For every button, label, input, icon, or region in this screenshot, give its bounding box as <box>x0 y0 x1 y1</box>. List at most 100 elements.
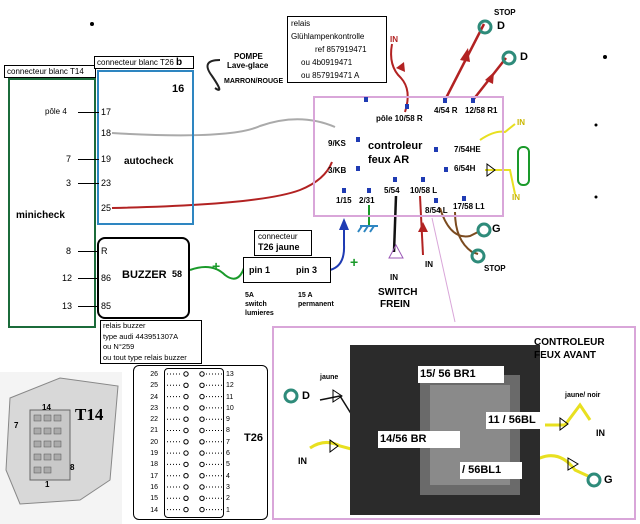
t26-jaune-title-1: connecteur <box>258 232 298 241</box>
autocheck-pin-17: 17 <box>101 107 112 117</box>
minicheck-pin-13: 13 <box>62 301 73 311</box>
buzzer-box <box>97 237 190 319</box>
controleur-avant-box <box>272 326 636 520</box>
avant-in-left: IN <box>298 456 307 466</box>
d-label: D <box>520 51 528 63</box>
relais-line: ref 857919471 <box>315 45 367 54</box>
pin-square <box>462 196 466 201</box>
pin-square <box>367 188 371 193</box>
wire-green <box>189 265 245 280</box>
ar-pin-3-kb: 3/KB <box>328 166 347 175</box>
arrow-black <box>332 389 343 403</box>
avant-label-4: / 56BL1 <box>460 462 522 479</box>
t26-pin-dot <box>199 495 205 502</box>
pin-square <box>434 198 438 203</box>
arrow-red <box>460 48 470 62</box>
t26-left-pin: 17 <box>150 472 158 480</box>
t26-right-pin: 1 <box>226 506 230 514</box>
buzzer-note-line: ou tout type relais buzzer <box>103 352 187 362</box>
t26-jaune-header: connecteur T26 jaune <box>254 230 312 256</box>
arrow-black <box>329 439 339 453</box>
t26-pin-dot <box>183 427 189 434</box>
wire-avant-g <box>519 454 589 478</box>
buzzer-pin-85: 85 <box>101 301 112 311</box>
pin-square <box>434 147 438 152</box>
arrow-frein <box>388 243 404 259</box>
wire-avant-right <box>545 402 592 427</box>
d-top-label: D <box>497 20 505 32</box>
stop-top-label: STOP <box>494 8 516 17</box>
t26-diagram-title: T26 <box>244 432 263 444</box>
t26-pin-dot <box>183 393 189 400</box>
t26-pin-dot <box>183 382 189 388</box>
dot-mark <box>603 55 607 59</box>
relais-line: Glühlampenkontrolle <box>291 32 365 41</box>
t26-jaune-title-2: T26 jaune <box>258 242 300 252</box>
link-line <box>431 217 456 323</box>
autocheck-header-suffix: b <box>176 57 183 68</box>
t26-left-pin: 23 <box>150 404 158 412</box>
avant-title-1: CONTROLEUR <box>534 337 605 348</box>
ar-pin-8-54l: 8/54 L <box>425 206 448 215</box>
pompe-title: POMPE <box>234 52 263 61</box>
pin-square <box>405 104 409 109</box>
pompe-wire-color: MARRON/ROUGE <box>224 78 284 85</box>
minicheck-pin-7: 7 <box>66 154 72 164</box>
ar-pin-6-54h: 6/54H <box>454 164 476 173</box>
avant-in-right: IN <box>596 428 605 438</box>
t26-left-pin: 18 <box>150 461 158 469</box>
t26-right-pin: 10 <box>226 404 234 412</box>
wire-g-brown <box>439 207 479 238</box>
ar-pin-9-ks: 9/KS <box>328 139 346 148</box>
note-5a-line: 5A <box>245 292 254 299</box>
wire-grey <box>111 118 336 137</box>
t26-pin-dot <box>199 393 205 400</box>
t26-pin-dot <box>183 371 189 377</box>
switch-frein-2: FREIN <box>380 299 410 310</box>
t26-pin-dots <box>164 371 224 513</box>
t26-pin-dot <box>199 427 205 434</box>
t26-pin-dot <box>183 495 189 502</box>
t26-right-pin: 2 <box>226 495 230 503</box>
avant-label-1: 15/ 56 BR1 <box>418 366 504 383</box>
controleur-ar-title-2: feux AR <box>368 154 410 166</box>
ground-symbol <box>357 225 378 233</box>
oval-connector <box>517 146 530 186</box>
stop-bottom-label: STOP <box>484 264 506 273</box>
note-5a-line: switch <box>245 301 267 308</box>
circle-avant-d <box>283 388 299 404</box>
buzzer-note-line: ou N°259 <box>103 342 135 351</box>
autocheck-pin-25: 25 <box>101 203 112 213</box>
t26-pin-dot <box>183 461 189 468</box>
t26-right-pin: 7 <box>226 438 230 446</box>
t26-pin-dot <box>183 484 189 490</box>
buzzer-pin-58: 58 <box>172 269 183 279</box>
pin-square <box>443 98 447 103</box>
minicheck-pin-3: 3 <box>66 178 72 188</box>
in-label-right-2: IN <box>512 193 520 202</box>
relais-line: ou 4b0919471 <box>301 58 353 67</box>
t26-left-pin: 15 <box>150 495 158 503</box>
t26-pin-dot <box>199 506 205 513</box>
buzzer-note: relais buzzer type audi 443951307A ou N°… <box>100 320 202 364</box>
avant-g-label: G <box>604 474 613 486</box>
avant-d-label: D <box>302 390 310 402</box>
t14-title: T14 <box>75 405 104 424</box>
ar-pin-10-58r: pôle 10/58 R <box>376 114 423 123</box>
t26-left-pin: 16 <box>150 483 158 491</box>
avant-title-2: FEUX AVANT <box>534 350 597 361</box>
t26-pin-dot <box>199 416 205 422</box>
t14-pin-1: 1 <box>45 480 50 489</box>
wire-relais-red <box>390 43 409 113</box>
circle-stop-bottom <box>470 248 486 264</box>
ar-pin-17-58l1: 17/58 L1 <box>453 202 485 211</box>
t26-right-pin: 8 <box>226 427 230 435</box>
pin-square <box>356 166 360 171</box>
t14-pin-7: 7 <box>14 421 19 430</box>
dot-mark <box>594 123 598 127</box>
pin-square <box>444 167 448 172</box>
pin-link-8 <box>78 251 99 252</box>
t26-right-pin: 4 <box>226 472 230 480</box>
